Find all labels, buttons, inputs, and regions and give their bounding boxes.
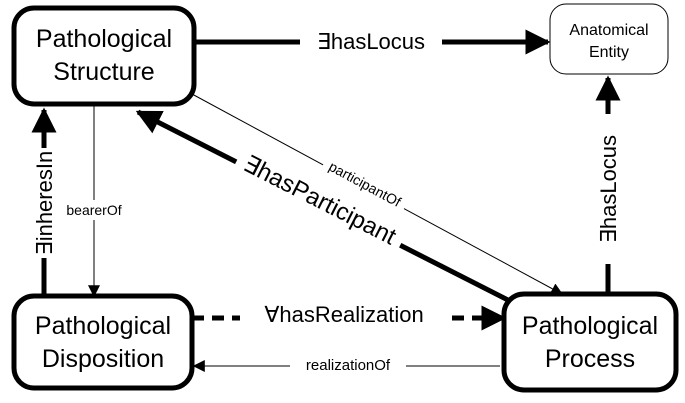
node-label-disposition-line1: Pathological xyxy=(35,312,171,340)
edge-has-participant: ∃hasParticipant xyxy=(135,109,510,303)
edge-label-has-locus-right: ∃hasLocus xyxy=(596,135,621,243)
node-label-disposition-line2: Disposition xyxy=(42,345,164,373)
node-pathological-structure: Pathological Structure xyxy=(11,5,197,107)
edge-bearer-of: bearerOf xyxy=(66,104,122,298)
node-anatomical-entity: Anatomical Entity xyxy=(549,3,669,75)
node-label-anatomical-line2: Entity xyxy=(589,44,629,61)
node-pathological-process: Pathological Process xyxy=(501,291,679,393)
edge-realization-of: realizationOf xyxy=(192,354,500,374)
node-label-anatomical-line1: Anatomical xyxy=(569,22,648,39)
edge-has-realization: ∀hasRealization xyxy=(192,300,507,331)
node-pathological-disposition: Pathological Disposition xyxy=(11,293,195,391)
edge-has-locus-top: ∃hasLocus xyxy=(196,27,551,55)
node-label-structure-line2: Structure xyxy=(53,58,154,86)
edge-has-locus-right: ∃hasLocus xyxy=(593,75,623,292)
edge-label-has-realization: ∀hasRealization xyxy=(264,302,423,327)
edge-inheres-in: ∃inheresIn xyxy=(29,107,59,296)
edge-label-realization-of: realizationOf xyxy=(306,357,391,374)
edge-label-bearer-of: bearerOf xyxy=(66,202,121,218)
edge-label-has-locus-top: ∃hasLocus xyxy=(317,29,425,54)
edge-label-inheres-in: ∃inheresIn xyxy=(32,151,57,255)
edge-participant-of: participantOf xyxy=(191,93,564,295)
node-label-structure-line1: Pathological xyxy=(36,25,172,53)
node-label-process-line1: Pathological xyxy=(522,312,658,340)
node-label-process-line2: Process xyxy=(545,345,635,373)
